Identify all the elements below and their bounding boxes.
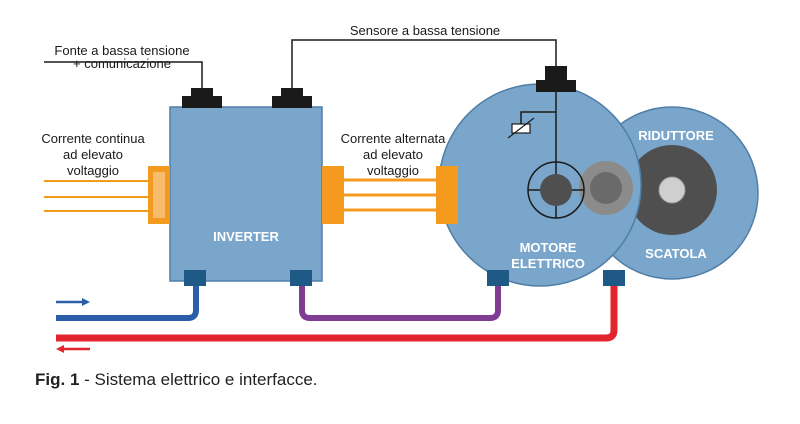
inverter-body: [169, 106, 323, 282]
coolant-pipe-hot: [56, 284, 618, 342]
source-connector: [182, 88, 222, 108]
low-voltage-sensor-label: Sensore a bassa tensione: [350, 23, 500, 38]
ac-connector-motor: [436, 166, 458, 224]
figure-caption: Fig. 1 - Sistema elettrico e interfacce.: [35, 370, 318, 390]
dc-connector: [148, 166, 170, 224]
low-voltage-source-sublabel: + comunicazione: [73, 56, 171, 71]
sensor-wire: [291, 39, 557, 88]
labels: Fonte a bassa tensione + comunicazione S…: [41, 23, 500, 178]
dc-label-line2: ad elevato: [63, 147, 123, 162]
dc-high-voltage-input: [44, 166, 170, 224]
low-voltage-wiring: [44, 39, 576, 108]
inverter-coolant-outlet: [290, 270, 312, 286]
electric-motor: MOTORE ELETTRICO: [438, 83, 642, 287]
ac-label-line1: Corrente alternata: [341, 131, 447, 146]
coolant-ports: [184, 270, 625, 286]
variable-resistor-arrow: [507, 117, 535, 139]
ac-connector-inverter: [322, 166, 344, 224]
gearbox-label-bottom: SCATOLA: [645, 246, 707, 261]
source-wire: [44, 61, 203, 88]
sensor-wire-branch: [520, 111, 556, 124]
coolant-inflow-arrow: [56, 298, 90, 306]
coolant-circuit: [56, 282, 618, 353]
motor-label-bottom: ELETTRICO: [511, 256, 585, 271]
ac-label-line3: voltaggio: [367, 163, 419, 178]
ac-high-voltage-link: [322, 166, 458, 224]
coolant-outflow-arrow: [56, 345, 90, 353]
dc-label-line1: Corrente continua: [41, 131, 145, 146]
figure-caption-text: - Sistema elettrico e interfacce.: [79, 370, 318, 389]
dc-label-line3: voltaggio: [67, 163, 119, 178]
coolant-pipe-cold: [56, 282, 199, 321]
motor-coolant-outlet: [603, 270, 625, 286]
low-voltage-source-label: Fonte a bassa tensione: [54, 43, 189, 58]
sensor-connector-inverter: [272, 88, 312, 108]
gearbox-label-top: RIDUTTORE: [638, 128, 714, 143]
sensor-connector-motor: [536, 66, 576, 92]
coolant-pipe-mid: [299, 282, 501, 321]
inverter: INVERTER: [169, 106, 323, 282]
motor-label-top: MOTORE: [520, 240, 577, 255]
ac-label-line2: ad elevato: [363, 147, 423, 162]
figure-number: Fig. 1: [35, 370, 80, 389]
motor-shaft: [540, 174, 572, 206]
intermediate-gear-center: [590, 172, 622, 204]
motor-coolant-inlet: [487, 270, 509, 286]
inverter-coolant-inlet: [184, 270, 206, 286]
inverter-label: INVERTER: [213, 229, 279, 244]
gearbox-hub: [658, 176, 686, 204]
